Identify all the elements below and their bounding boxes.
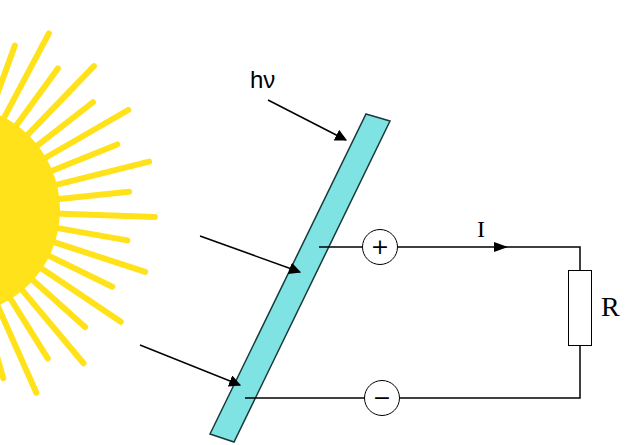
- sun-ray: [34, 102, 93, 148]
- sun-ray: [53, 227, 127, 240]
- resistor-symbol: R: [568, 270, 592, 346]
- sun: [0, 14, 155, 392]
- sun-ray: [29, 277, 85, 327]
- terminal-circle: −: [364, 380, 400, 416]
- panel-lead: [319, 246, 363, 248]
- photon-arrow: [140, 345, 240, 385]
- panel-lead: [245, 397, 365, 399]
- polarity-sign: −: [373, 387, 391, 409]
- sun-ray: [54, 192, 129, 200]
- sun-ray: [55, 213, 155, 216]
- circuit-wire: [400, 346, 580, 398]
- terminal-circle: +: [362, 229, 398, 265]
- photon-label: hν: [250, 68, 275, 92]
- solar-panel: [210, 114, 390, 442]
- sun-ray: [48, 144, 118, 172]
- photon-arrow: [268, 100, 346, 140]
- circuit-wire: [398, 247, 580, 270]
- sun-ray: [42, 110, 129, 160]
- component-label: R: [601, 293, 620, 321]
- sun-ray: [14, 68, 58, 129]
- sun-ray: [45, 254, 112, 287]
- sun-ray: [0, 306, 3, 378]
- photon-arrow: [200, 236, 300, 272]
- sun-ray: [50, 241, 145, 272]
- polarity-sign: +: [371, 236, 389, 258]
- current-label: I: [475, 217, 487, 241]
- sun-ray: [52, 162, 149, 186]
